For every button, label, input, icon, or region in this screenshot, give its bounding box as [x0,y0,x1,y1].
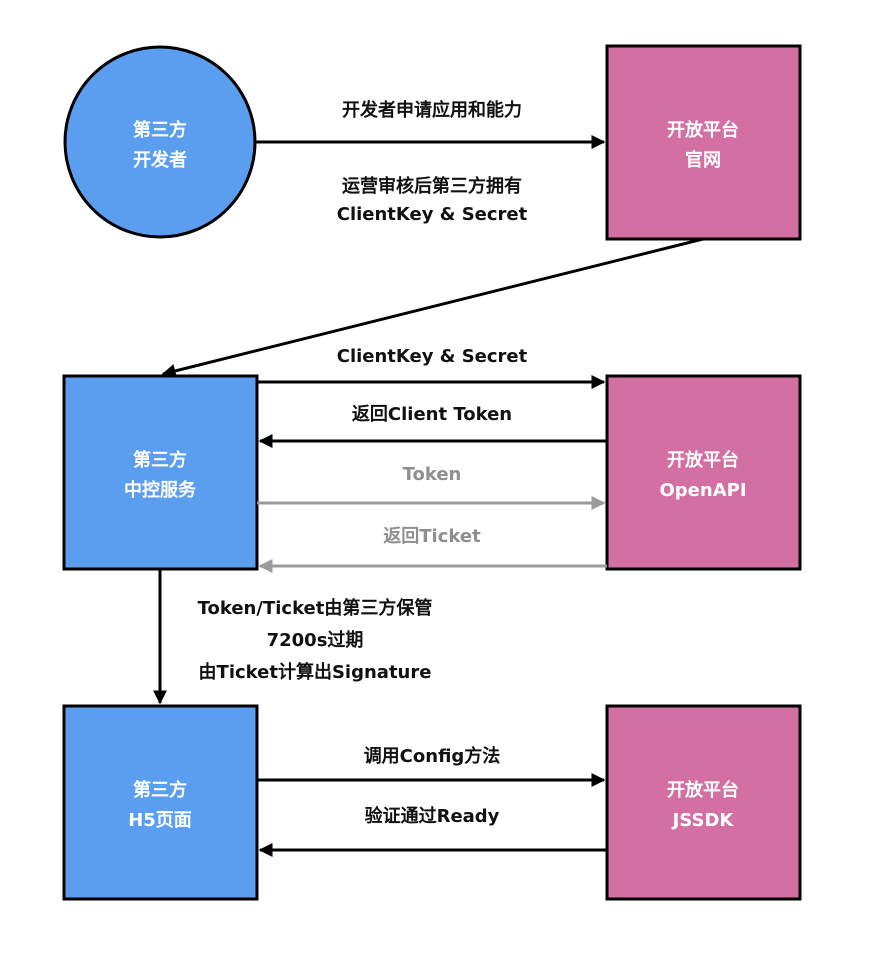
platform-openapi-box [605,374,802,571]
control-service-label-line2: 中控服务 [124,479,197,501]
label-review-line2: ClientKey & Secret [337,204,528,225]
platform-jssdk-label-line1: 开放平台 [667,779,739,801]
label-custody-line1: Token/Ticket由第三方保管 [198,597,433,619]
label-review-line1: 运营审核后第三方拥有 [342,175,522,197]
control-service-label-line1: 第三方 [133,449,187,471]
node-platform-jssdk: 开放平台 JSSDK [605,704,802,901]
label-custody-line3: 由Ticket计算出Signature [199,661,432,683]
h5-page-label-line2: H5页面 [128,810,192,831]
developer-circle [63,45,257,239]
node-control-service: 第三方 中控服务 [62,374,259,571]
platform-site-label-line1: 开放平台 [667,119,739,141]
platform-jssdk-box [605,704,802,901]
label-return-token: 返回Client Token [352,404,512,425]
label-apply: 开发者申请应用和能力 [342,99,522,121]
node-platform-openapi: 开放平台 OpenAPI [605,374,802,571]
node-platform-site: 开放平台 官网 [605,44,802,241]
platform-openapi-label-line1: 开放平台 [667,449,739,471]
platform-site-label-line2: 官网 [685,149,721,171]
platform-openapi-label-line2: OpenAPI [659,480,746,501]
label-send-key: ClientKey & Secret [337,346,528,367]
h5-page-label-line1: 第三方 [133,779,187,801]
label-custody-line2: 7200s过期 [267,629,364,651]
node-h5-page: 第三方 H5页面 [62,704,259,901]
label-ready: 验证通过Ready [365,805,500,827]
label-call-config: 调用Config方法 [364,745,501,767]
developer-label-line2: 开发者 [133,149,187,171]
platform-site-box [605,44,802,241]
h5-page-box [62,704,259,901]
label-return-ticket: 返回Ticket [383,526,481,547]
platform-jssdk-label-line2: JSSDK [671,810,735,831]
developer-label-line1: 第三方 [133,119,187,141]
label-send-token: Token [403,464,462,485]
node-developer: 第三方 开发者 [63,45,257,239]
arrow-platform-to-control [161,237,704,378]
control-service-box [62,374,259,571]
